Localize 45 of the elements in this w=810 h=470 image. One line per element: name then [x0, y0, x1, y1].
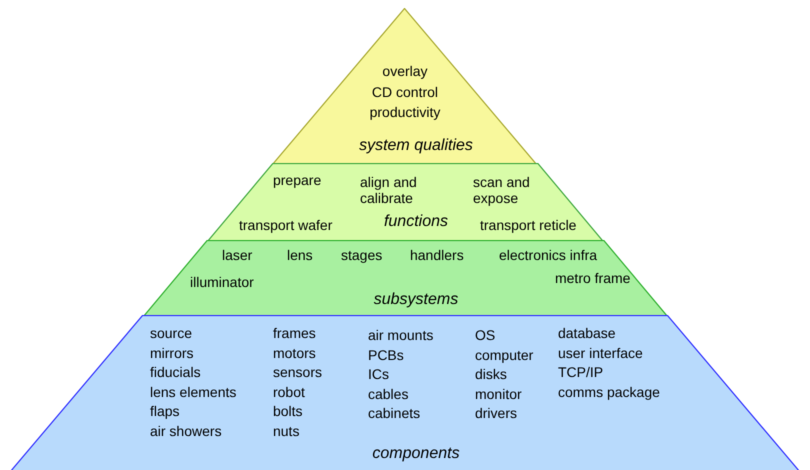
tier-item: PCBs [368, 346, 404, 363]
tier-item: disks [474, 366, 507, 382]
tier-item: flaps [150, 403, 180, 420]
tier-item: OS [474, 327, 496, 343]
tier-item: bolts [272, 403, 303, 420]
tier-item: electronics infra [498, 247, 598, 263]
tier-item: transport wafer [238, 217, 332, 233]
tier-item: cabinets [368, 405, 420, 422]
tier-item: computer [474, 346, 534, 363]
tier-item: lens [286, 247, 313, 263]
tier-item: database [558, 325, 616, 341]
tier-item: source [150, 325, 192, 341]
tier-item: transport reticle [480, 217, 576, 233]
tier-item: user interface [558, 344, 643, 361]
tier-item: comms package [558, 384, 660, 400]
tier-item: sensors [272, 364, 322, 380]
tier-item: prepare [272, 172, 322, 188]
tier-item: scan and expose [472, 174, 531, 206]
tier-item: air showers [150, 423, 222, 439]
tier-item: overlay [382, 63, 428, 79]
tier-item: fiducials [150, 364, 201, 380]
tier-item: robot [272, 384, 305, 400]
tier-item: motors [272, 344, 316, 361]
tier-item: air mounts [368, 327, 434, 343]
tier-heading: functions [384, 213, 448, 231]
tier-item: mirrors [150, 344, 194, 361]
tier-item: drivers [474, 405, 517, 422]
tier-item: laser [222, 247, 252, 263]
tier-item: handlers [410, 247, 464, 263]
tier-item: nuts [272, 423, 300, 439]
tier-item: cables [368, 386, 408, 402]
tier-item: frames [272, 325, 316, 341]
tier-item: lens elements [150, 384, 236, 400]
tier-item: productivity [370, 104, 440, 120]
tier-item: illuminator [190, 274, 254, 290]
tier-item: TCP/IP [558, 364, 604, 380]
tier-item: align and calibrate [360, 174, 418, 206]
tier-item: ICs [368, 366, 389, 382]
tier-heading: components [372, 445, 460, 463]
tier-heading: subsystems [374, 291, 458, 309]
tier-item: CD control [372, 84, 438, 100]
tier-heading: system qualities [359, 137, 473, 155]
tier-item: monitor [474, 386, 522, 402]
tier-item: stages [340, 247, 382, 263]
tier-item: metro frame [554, 270, 630, 286]
